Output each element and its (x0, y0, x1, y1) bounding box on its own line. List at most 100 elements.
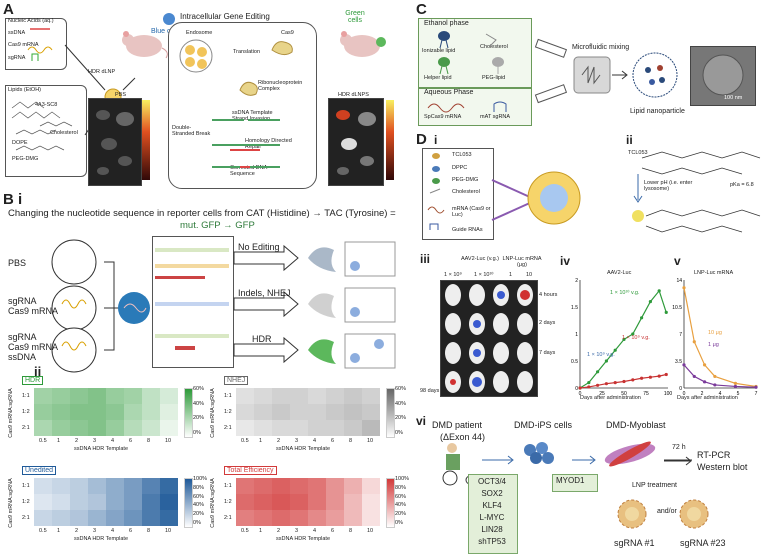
heatmap-cell (160, 420, 178, 436)
heatmap-cell (344, 494, 362, 510)
heatmap-cell (290, 420, 308, 436)
heatmap-xtick: 4 (111, 528, 115, 534)
endosome-icon (179, 39, 213, 73)
heatmap-cell (272, 420, 290, 436)
data-point (657, 374, 661, 378)
panel-d-vi-label: vi (416, 414, 427, 428)
heatmap-ytick: 1:2 (224, 409, 232, 415)
peg-dmg-d: PEG-DMG (452, 177, 479, 183)
outcome-arrows (233, 244, 299, 364)
v-title: LNP-Luc mRNA (694, 270, 734, 276)
y-tick-label: 7 (679, 332, 682, 338)
colorbar-tick: 60% (395, 386, 407, 392)
heatmap-cell (70, 494, 88, 510)
mouse-icon-right (340, 31, 380, 57)
heatmap-cell (142, 388, 160, 404)
data-point (664, 372, 668, 377)
heatmap-cell (254, 420, 272, 436)
data-point (657, 289, 661, 293)
heatmap-cell (344, 388, 362, 404)
heatmap-ytick: 1:1 (224, 483, 232, 489)
dmd-ips: DMD-iPS cells (514, 420, 573, 430)
heatmap-cell (362, 478, 380, 494)
panel-d: D i TCL053 DPPC PEG-DMG Cholesterol mRNA… (412, 130, 764, 556)
factor-item: KLF4 (482, 501, 502, 510)
heatmap-cell (52, 420, 70, 436)
bracket-arrow (104, 261, 150, 351)
mouse-icon-left (122, 31, 168, 59)
data-point (682, 286, 686, 290)
cholesterol-c: Cholesterol (480, 44, 508, 50)
heatmap-cell (344, 478, 362, 494)
panel-c: C Ethanol phase Ionizable lipid Choleste… (412, 0, 764, 130)
lnp-treatment-icons (617, 499, 709, 529)
heatmap-cell (88, 388, 106, 404)
heatmap-xtick: 10 (367, 438, 374, 444)
data-point (682, 363, 686, 367)
heatmap-cell (362, 388, 380, 404)
lipid-cholesterol: Cholesterol (50, 130, 78, 136)
colorbar-tick: 80% (395, 484, 407, 491)
colorbar-tick: 60% (193, 493, 205, 500)
aqueous-phase-title: Aqueous Phase (424, 89, 474, 96)
heatmap-cell (88, 494, 106, 510)
heatmap-title: Total Efficiency (224, 466, 277, 475)
data-point (713, 374, 717, 379)
x-tick-label: 5 (737, 391, 740, 397)
data-point (754, 385, 758, 389)
data-point (578, 386, 582, 390)
panel-d-iii-label: iii (420, 252, 431, 266)
heatmap-xtick: 3 (93, 528, 97, 534)
heatmap-cell (308, 420, 326, 436)
cond3-cas9: Cas9 mRNA (8, 342, 59, 352)
colorbar-tick: 20% (193, 511, 205, 518)
x-tick-label: 100 (664, 391, 673, 397)
heatmap-ytick: 1:2 (22, 409, 30, 415)
heatmap-xtick: 8 (349, 528, 353, 534)
y-tick-label: 1 (575, 332, 578, 338)
outcome-no-editing: No Editing (238, 242, 280, 252)
nucleic-acid-strands (27, 28, 53, 61)
heatmap-cell (326, 388, 344, 404)
lnp-arrow (612, 70, 628, 80)
heatmap-cell (160, 478, 178, 494)
heatmap-title: Unedited (22, 466, 57, 475)
heatmap-xtick: 8 (147, 438, 151, 444)
heatmap-xtick: 3 (93, 438, 97, 444)
y-tick-label: 3.5 (675, 359, 682, 365)
lipid-4a3sc8: 4A3-SC8 (35, 102, 58, 108)
rt-pcr: RT-PCR (697, 450, 731, 460)
time-7d: 7 days (539, 350, 556, 356)
heatmap-cell (236, 420, 254, 436)
heatmap-cell (362, 420, 380, 436)
y-tick-label: 14 (676, 278, 682, 284)
pbs-label: PBS (115, 92, 127, 98)
ionizable-lipid: Ionizable lipid (422, 48, 456, 54)
heatmap-xtick: 1 (57, 438, 61, 444)
sgrna-label: sgRNA (8, 55, 26, 61)
peg-lipid: PEG-lipid (482, 75, 506, 81)
data-point (664, 310, 668, 314)
myod1: MYOD1 (556, 476, 585, 485)
y-tick-label: 0 (575, 386, 578, 392)
heatmap-colorbar (386, 388, 395, 438)
data-point (587, 385, 591, 389)
data-point (604, 382, 608, 386)
panel-d-label: D (416, 131, 427, 148)
v-xlabel: Days after administration (677, 395, 738, 401)
factor-item: SOX2 (481, 489, 503, 498)
heatmap-xtick: 6 (331, 438, 335, 444)
lipid-peg-dmg: PEG-DMG (12, 156, 39, 162)
outcome-hdr: HDR (252, 334, 272, 344)
lipid-icons-c (438, 31, 504, 75)
heatmap-cell (308, 510, 326, 526)
panel-b-label: B i (3, 191, 23, 208)
panel-b-title: Changing the nucleotide sequence in repo… (8, 208, 396, 219)
heatmap-xtick: 10 (367, 528, 374, 534)
lipid-nanoparticle-icon (632, 52, 678, 98)
green-cell-icon (376, 37, 386, 47)
heatmap-xtick: 4 (111, 438, 115, 444)
wheelchair-patient-icon (442, 443, 475, 486)
data-point (613, 348, 617, 352)
